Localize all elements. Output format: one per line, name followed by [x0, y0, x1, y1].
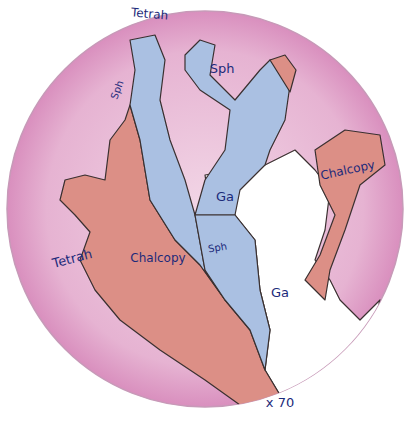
chalcopyrite-region [270, 55, 296, 92]
mineral-label: Ga [216, 190, 234, 203]
mineral-label: Tetrah [131, 6, 169, 21]
mineral-label: Ga [271, 286, 289, 299]
mineral-label: Sph [210, 62, 235, 75]
magnification-label: x 70 [266, 396, 294, 409]
mineral-label: Chalcopy [130, 252, 185, 264]
chalcopyrite-region [305, 130, 385, 300]
sphalerite-region [195, 215, 270, 370]
